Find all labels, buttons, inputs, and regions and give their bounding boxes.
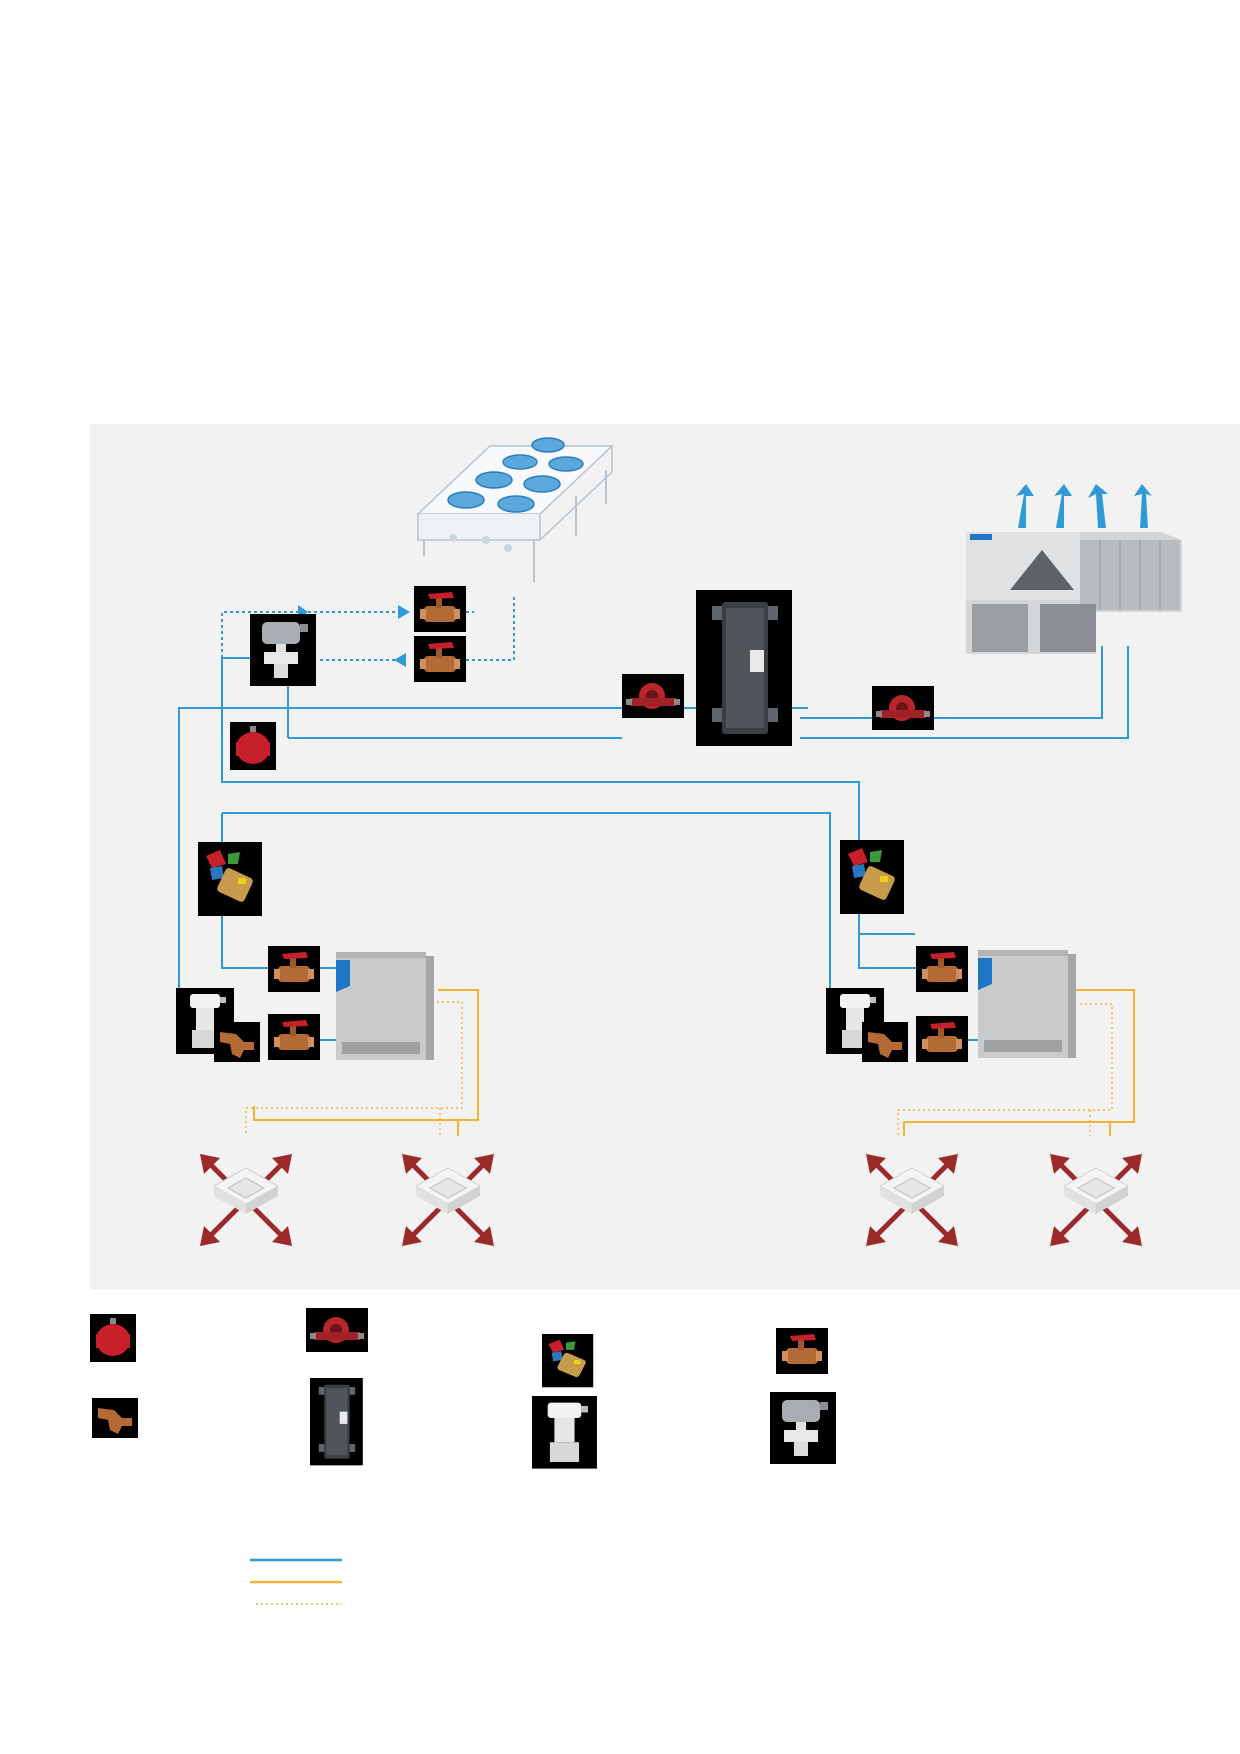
ball-valve-icon (414, 636, 466, 682)
drycooler-circuit (221, 594, 515, 661)
balancing-valve-icon (840, 840, 904, 914)
ball-valve-icon (268, 1014, 320, 1060)
legend-plate-heat-exchanger-icon (310, 1378, 363, 1466)
pump-icon (622, 674, 684, 718)
three-way-valve-icon (250, 614, 316, 686)
plate-heat-exchanger-icon (696, 590, 792, 746)
strainer-icon (214, 1022, 260, 1062)
balancing-valve-icon (198, 842, 262, 916)
wiring (245, 1001, 1113, 1136)
legend-strainer-icon (92, 1398, 138, 1438)
dry-cooler (416, 437, 614, 582)
legend-ball-valve-icon (776, 1328, 828, 1374)
ball-valve-icon (414, 586, 466, 632)
legend-motorised-valve-icon (532, 1396, 597, 1469)
water-cooled-vrv-unit (978, 950, 1076, 1058)
air-cooled-chiller (966, 484, 1182, 654)
ball-valve-icon (916, 946, 968, 992)
legend-three-way-valve-icon (770, 1392, 836, 1464)
legend-balancing-valve-icon (542, 1334, 594, 1388)
fan (447, 437, 584, 513)
expansion-vessel-icon (230, 722, 276, 770)
legend-expansion-vessel-icon (90, 1314, 136, 1362)
ball-valve-icon (916, 1016, 968, 1062)
strainer-icon (862, 1022, 908, 1062)
legend (90, 1308, 836, 1605)
ball-valve-icon (268, 946, 320, 992)
pump-icon (872, 686, 934, 730)
refrigerant-pipes (253, 989, 1135, 1136)
water-cooled-vrv-unit (336, 952, 434, 1060)
legend-pump-icon (306, 1308, 368, 1352)
